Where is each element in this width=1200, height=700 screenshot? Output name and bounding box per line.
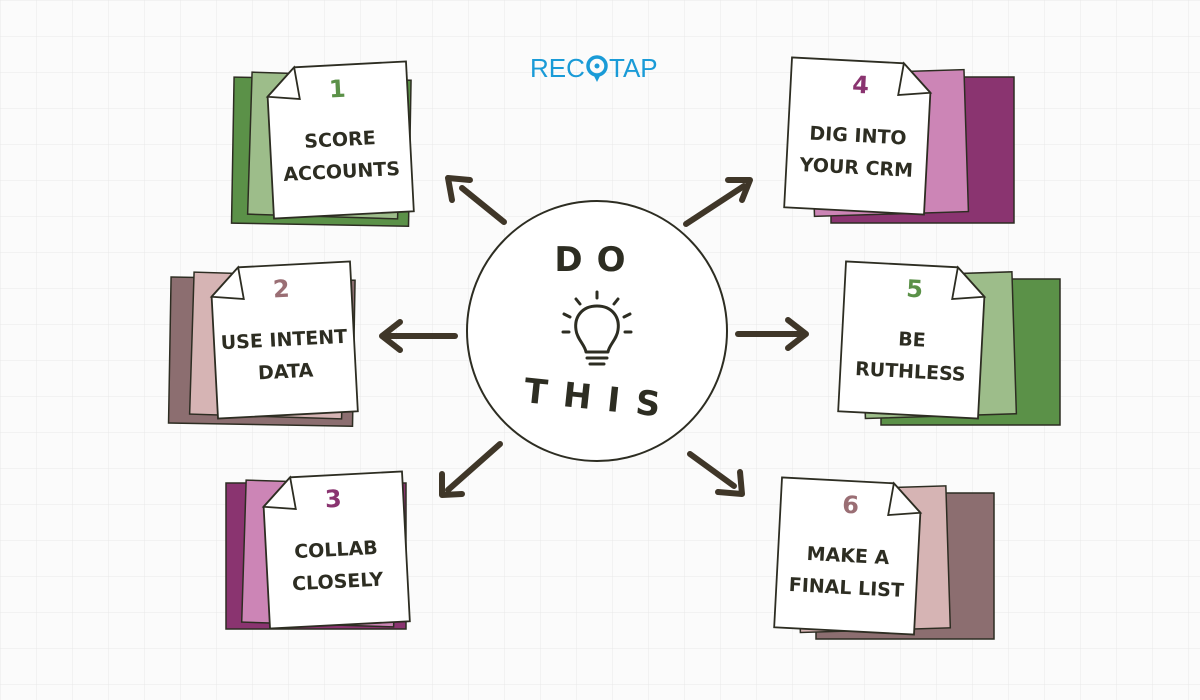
lightbulb-icon xyxy=(561,290,633,366)
note-number: 4 xyxy=(852,71,870,100)
location-pin-icon xyxy=(586,55,608,82)
note-number: 1 xyxy=(328,75,346,104)
note-line-1: SCORE xyxy=(304,127,376,153)
logo-text-left: REC xyxy=(530,53,585,83)
note-line-1: MAKE A xyxy=(806,543,890,569)
arrow-to-note-2 xyxy=(379,319,458,353)
center-circle: DO THIS xyxy=(466,200,728,462)
arrow-to-note-5 xyxy=(735,317,809,351)
arrow-to-note-3 xyxy=(439,441,503,498)
note-line-1: BE xyxy=(898,328,927,351)
arrows xyxy=(379,175,809,498)
note-line-1: COLLAB xyxy=(294,537,379,563)
note-number: 6 xyxy=(842,491,860,520)
recotap-logo: REC TAP xyxy=(530,53,658,83)
note-line-1: DIG INTO xyxy=(809,122,907,149)
note-line-2: CLOSELY xyxy=(292,569,384,596)
arrow-to-note-6 xyxy=(687,451,745,497)
note-number: 2 xyxy=(272,275,290,304)
arrow-to-note-1 xyxy=(445,175,507,225)
center-title-top: DO xyxy=(554,240,639,280)
note-number: 3 xyxy=(324,485,342,514)
note-line-2: DATA xyxy=(258,360,315,385)
logo-text-right: TAP xyxy=(609,53,658,83)
note-number: 5 xyxy=(906,275,924,304)
arrow-to-note-4 xyxy=(683,177,753,227)
